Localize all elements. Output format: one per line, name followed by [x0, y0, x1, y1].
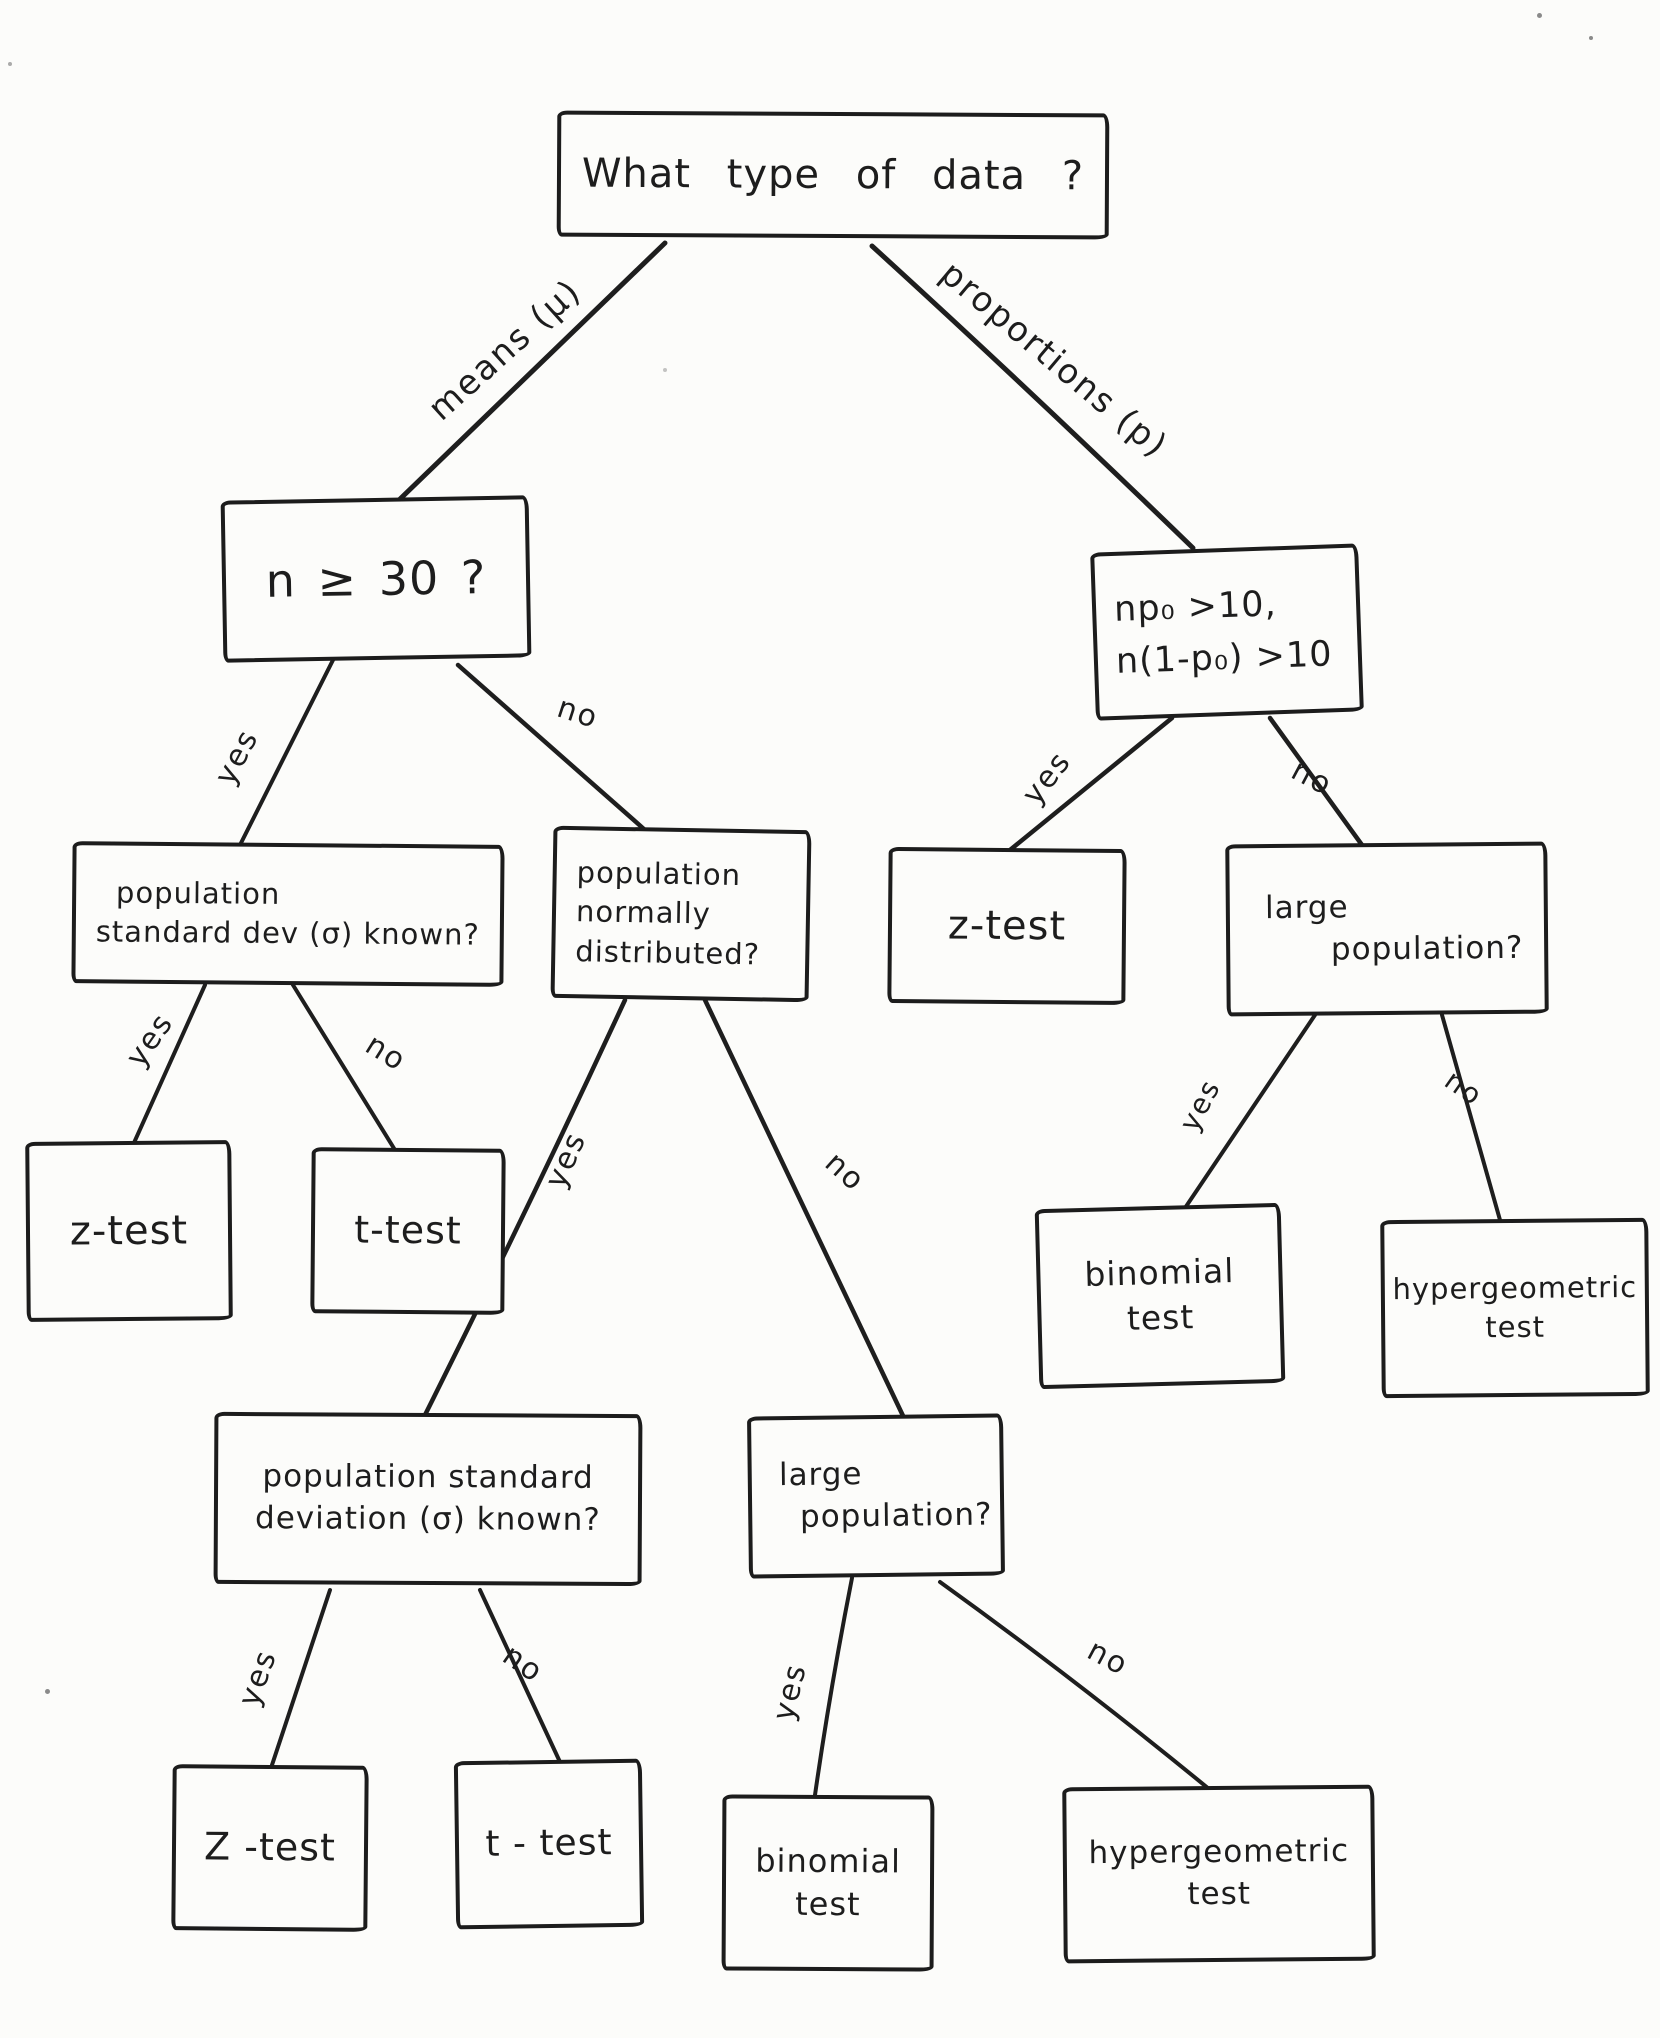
node-n-greater-30: n ≥ 30 ?	[220, 495, 532, 663]
node-text: population	[115, 875, 281, 911]
edge-np0-no	[1267, 715, 1365, 848]
edge-lpm-yes	[813, 1576, 854, 1797]
edge-sd2-no	[478, 1588, 562, 1764]
node-pop-sd-known: population standard dev (σ) known?	[71, 841, 505, 987]
node-text: test	[1126, 1297, 1195, 1338]
edge-norm-yes	[422, 997, 628, 1418]
node-t-test-left: t-test	[310, 1147, 506, 1315]
node-text: population	[576, 855, 742, 893]
node-what-type-of-data: What type of data ?	[556, 110, 1110, 240]
node-text: What type of data ?	[581, 150, 1085, 200]
node-text: n(1-p₀) >10	[1115, 634, 1334, 682]
scan-speck	[663, 368, 667, 372]
node-text: hypergeometric	[1392, 1269, 1638, 1306]
edge-root-means	[396, 240, 668, 503]
edge-sd1-yes	[131, 983, 207, 1147]
node-binomial-test-bottom: binomial test	[721, 1794, 935, 1972]
node-text: distributed?	[575, 933, 761, 971]
node-text: n ≥ 30 ?	[265, 550, 487, 608]
node-text: binomial	[755, 1841, 902, 1881]
node-large-population-right: large population?	[1225, 841, 1549, 1017]
node-text: t - test	[485, 1821, 613, 1865]
node-hypergeometric-test-right: hypergeometric test	[1380, 1217, 1650, 1399]
node-hypergeometric-test-bottom: hypergeometric test	[1062, 1784, 1376, 1964]
edge-root-proportions	[869, 243, 1196, 551]
scan-speck	[1537, 13, 1542, 18]
node-t-test-bottom: t - test	[453, 1758, 645, 1930]
node-text: Z -test	[203, 1824, 337, 1870]
node-pop-sd-known-2: population standard deviation (σ) known?	[213, 1411, 643, 1587]
node-text: test	[795, 1884, 861, 1924]
edge-sd2-yes	[270, 1588, 332, 1767]
node-text: z-test	[947, 902, 1067, 950]
node-text: deviation (σ) known?	[254, 1500, 601, 1538]
node-text: large	[778, 1456, 863, 1494]
node-text: standard dev (σ) known?	[95, 914, 481, 952]
node-z-test-bottom: Z -test	[171, 1764, 369, 1932]
node-binomial-test-right: binomial test	[1034, 1202, 1286, 1390]
node-text: binomial	[1083, 1251, 1235, 1295]
node-large-population-mid: large population?	[747, 1413, 1005, 1579]
node-text: hypergeometric	[1088, 1833, 1350, 1872]
scan-speck	[45, 1689, 50, 1694]
edge-n30-no	[455, 662, 648, 833]
node-text: np₀ >10,	[1113, 583, 1278, 630]
node-text: population?	[799, 1496, 993, 1535]
scan-speck	[8, 62, 12, 66]
edge-norm-no	[702, 997, 908, 1423]
node-np0-condition: np₀ >10, n(1-p₀) >10	[1090, 543, 1364, 721]
edge-lpr-no	[1440, 1013, 1502, 1222]
node-text: large	[1264, 889, 1349, 927]
node-text: test	[1187, 1875, 1252, 1913]
edge-n30-yes	[238, 658, 335, 847]
node-z-test-proportions: z-test	[887, 846, 1127, 1006]
edge-sd1-no	[291, 983, 397, 1152]
node-pop-normally-distributed: population normally distributed?	[550, 825, 812, 1003]
edge-np0-yes	[1007, 715, 1175, 853]
node-z-test-left: z-test	[25, 1140, 233, 1322]
node-text: test	[1485, 1309, 1546, 1345]
scan-speck	[1589, 36, 1593, 40]
edge-lpr-yes	[1183, 1013, 1317, 1210]
edge-lpm-no	[938, 1580, 1234, 1810]
node-text: t-test	[354, 1207, 462, 1253]
node-text: population standard	[262, 1458, 594, 1497]
node-text: population?	[1330, 929, 1524, 968]
node-text: z-test	[69, 1207, 189, 1255]
node-text: normally	[575, 894, 712, 931]
